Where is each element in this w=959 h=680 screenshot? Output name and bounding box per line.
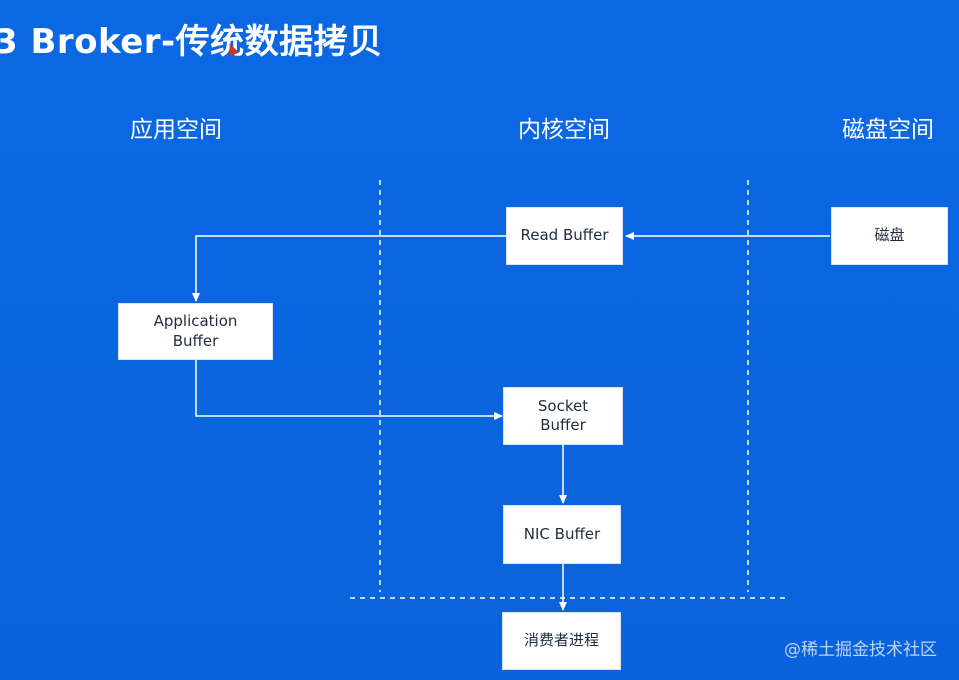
section-label-kernel-space: 内核空间 — [518, 117, 610, 143]
disk-box: 磁盘 — [831, 207, 948, 265]
consumer-process-box: 消费者进程 — [502, 612, 621, 670]
arrow-application-buffer-to-socket-buffer — [195, 360, 503, 420]
read-buffer-label: Read Buffer — [520, 226, 609, 245]
socket-buffer-label: Socket Buffer — [537, 396, 589, 435]
watermark: @稀土掘金技术社区 — [784, 640, 937, 660]
section-label-app-space: 应用空间 — [130, 117, 222, 143]
nic-buffer-label: NIC Buffer — [523, 524, 601, 543]
nic-buffer-box: NIC Buffer — [503, 505, 621, 564]
read-buffer-box: Read Buffer — [506, 207, 623, 265]
application-buffer-box: Application Buffer — [118, 303, 273, 360]
application-buffer-label: Application Buffer — [153, 312, 238, 350]
consumer-process-label: 消费者进程 — [523, 631, 599, 650]
disk-label: 磁盘 — [874, 226, 905, 245]
section-label-disk-space: 磁盘空间 — [842, 117, 934, 143]
slide-title: 3 Broker-传统数据拷贝 — [0, 22, 383, 62]
socket-buffer-box: Socket Buffer — [503, 387, 623, 445]
arrow-read-buffer-to-application-buffer — [192, 235, 506, 302]
